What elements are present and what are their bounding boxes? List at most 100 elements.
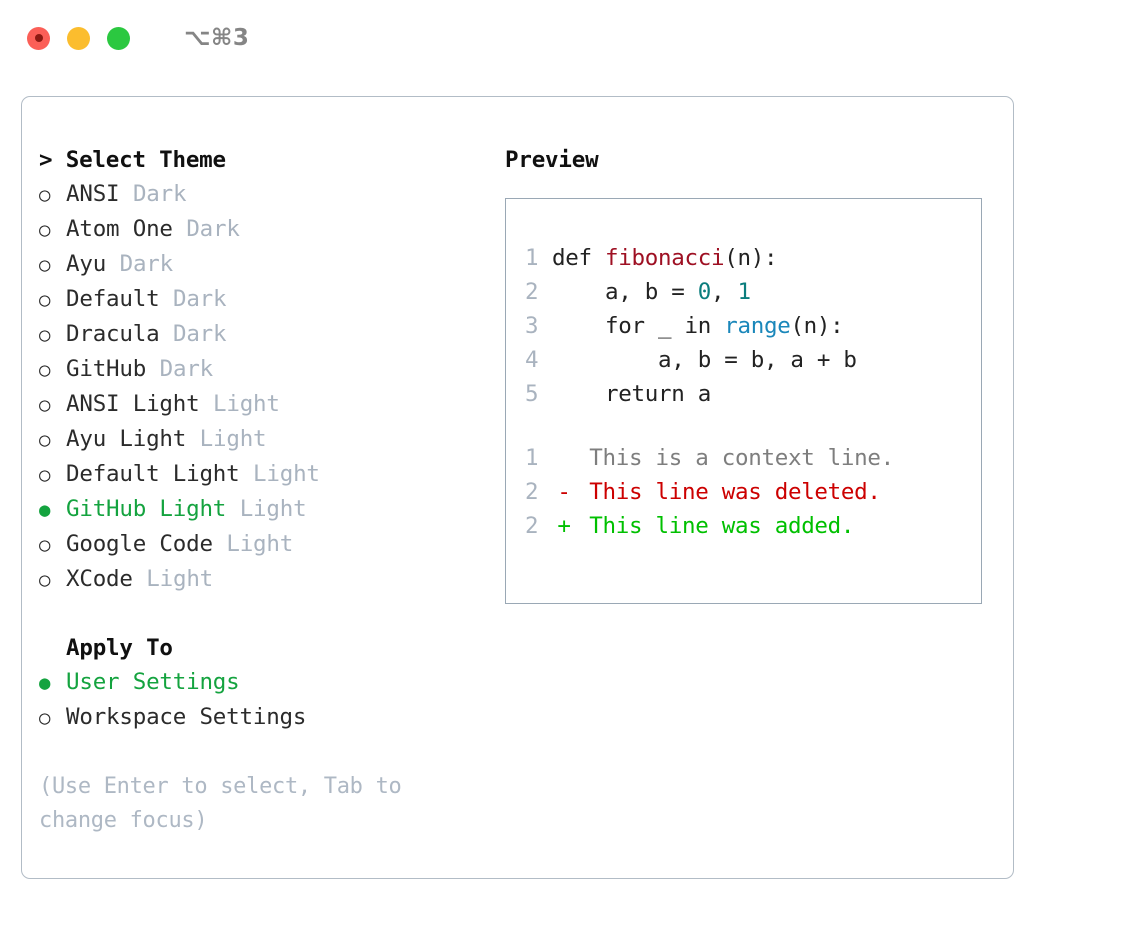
theme-option-label: XCode xyxy=(66,566,133,592)
apply-to-option[interactable]: ●User Settings xyxy=(39,665,492,700)
theme-option[interactable]: ○ Google Code Light xyxy=(39,527,492,562)
theme-option[interactable]: ●GitHub Light Light xyxy=(39,492,492,527)
apply-to-list[interactable]: ●User Settings○Workspace Settings xyxy=(39,665,492,735)
code-token-plain: (n): xyxy=(790,313,844,339)
radio-unselected-icon[interactable]: ○ xyxy=(39,219,51,241)
radio-unselected-icon[interactable]: ○ xyxy=(39,394,51,416)
diff-line: 1 This is a context line. xyxy=(525,441,981,475)
label-tag-spacer xyxy=(226,492,240,526)
code-token-fn: fibonacci xyxy=(605,245,725,271)
radio-unselected-icon[interactable]: ○ xyxy=(39,254,51,276)
code-token-plain: for _ in xyxy=(552,313,725,339)
theme-option-label: Google Code xyxy=(66,531,213,557)
diff-marker-add: + xyxy=(557,513,571,539)
theme-option[interactable]: ○ANSI Dark xyxy=(39,177,492,212)
theme-option-label: ANSI Light xyxy=(66,391,200,417)
diff-sample: 1 This is a context line.2- This line wa… xyxy=(525,441,981,543)
theme-list[interactable]: ○ANSI Dark○Atom One Dark○Ayu Dark○Defaul… xyxy=(39,177,492,597)
theme-option[interactable]: ○ Ayu Light Light xyxy=(39,422,492,457)
theme-option-category: Dark xyxy=(186,216,240,242)
preview-heading: Preview xyxy=(505,147,599,173)
radio-unselected-icon[interactable]: ○ xyxy=(39,324,51,346)
code-line: 2 a, b = 0, 1 xyxy=(525,275,981,309)
label-tag-spacer xyxy=(119,177,133,211)
theme-option-category: Dark xyxy=(172,321,227,347)
theme-option-label: Ayu Light xyxy=(66,426,187,452)
code-token-call: range xyxy=(724,313,791,339)
traffic-lights xyxy=(27,26,130,50)
label-tag-spacer xyxy=(159,282,173,316)
diff-marker-del: - xyxy=(557,479,571,505)
diff-line-text: This line was added. xyxy=(589,513,855,539)
code-token-plain: (n): xyxy=(724,245,778,271)
diff-line: 2 + This line was added. xyxy=(525,509,981,543)
theme-option-label: Dracula xyxy=(66,321,160,347)
code-line-number: 2 xyxy=(525,279,539,305)
zoom-dot[interactable] xyxy=(107,26,130,50)
theme-option-category: Dark xyxy=(159,356,214,382)
theme-option[interactable]: ○Ayu Dark xyxy=(39,247,492,282)
code-token-plain: a, b = xyxy=(552,279,698,305)
radio-unselected-icon[interactable]: ○ xyxy=(39,707,51,729)
radio-unselected-icon[interactable]: ○ xyxy=(39,429,51,451)
theme-option-label: GitHub Light xyxy=(66,496,227,522)
label-tag-spacer xyxy=(240,457,254,491)
code-token-num: 0 xyxy=(697,279,712,305)
theme-option-category: Light xyxy=(226,531,294,557)
code-line-text: a, b = b, a + b xyxy=(552,343,857,377)
label-tag-spacer xyxy=(173,212,187,246)
radio-unselected-icon[interactable]: ○ xyxy=(39,359,51,381)
theme-option-category: Light xyxy=(213,391,280,417)
theme-option[interactable]: ○ ANSI Light Light xyxy=(39,387,492,422)
label-tag-spacer xyxy=(213,527,227,561)
label-tag-spacer xyxy=(106,247,120,281)
diff-line-number: 2 xyxy=(525,479,539,505)
radio-selected-icon[interactable]: ● xyxy=(39,499,51,521)
preview-spacer xyxy=(525,411,981,441)
radio-unselected-icon[interactable]: ○ xyxy=(39,534,51,556)
radio-unselected-icon[interactable]: ○ xyxy=(39,184,51,206)
theme-option-category: Dark xyxy=(132,181,187,207)
theme-option[interactable]: ○ Default Dark xyxy=(39,282,492,317)
radio-unselected-icon[interactable]: ○ xyxy=(39,569,51,591)
theme-option-category: Light xyxy=(146,566,214,592)
diff-line-text: This is a context line. xyxy=(589,445,894,471)
diff-spacer xyxy=(576,475,589,509)
code-line-text: a, b = 0, 1 xyxy=(552,275,751,309)
theme-option[interactable]: ○ XCode Light xyxy=(39,562,492,597)
diff-line: 2- This line was deleted. xyxy=(525,475,981,509)
theme-option-label: Default xyxy=(66,286,160,312)
main-panel: > Select Theme ○ANSI Dark○Atom One Dark○… xyxy=(21,96,1014,879)
theme-option-category: Light xyxy=(199,426,267,452)
apply-to-section: Apply To ●User Settings○Workspace Settin… xyxy=(39,631,492,735)
prompt-caret-icon: > xyxy=(39,147,53,173)
close-dot[interactable] xyxy=(27,26,50,50)
diff-spacer xyxy=(576,509,589,543)
code-line-text: def fibonacci(n): xyxy=(552,241,778,275)
code-line-text: for _ in range(n): xyxy=(552,309,844,343)
apply-to-option[interactable]: ○Workspace Settings xyxy=(39,700,492,735)
theme-option[interactable]: ○ Dracula Dark xyxy=(39,317,492,352)
radio-unselected-icon[interactable]: ○ xyxy=(39,289,51,311)
code-token-plain: a, b = b, a + b xyxy=(552,347,857,373)
radio-selected-icon[interactable]: ● xyxy=(39,672,51,694)
diff-marker-ctx xyxy=(552,441,576,475)
code-line-text: return a xyxy=(552,377,711,411)
theme-option-label: GitHub xyxy=(66,356,147,382)
theme-option[interactable]: ○ GitHub Dark xyxy=(39,352,492,387)
theme-option-label: Atom One xyxy=(66,216,173,242)
label-tag-spacer xyxy=(199,387,213,421)
theme-option[interactable]: ○Default Light Light xyxy=(39,457,492,492)
diff-line-number: 2 xyxy=(525,513,539,539)
code-line: 3 for _ in range(n): xyxy=(525,309,981,343)
radio-unselected-icon[interactable]: ○ xyxy=(39,464,51,486)
code-line: 4 a, b = b, a + b xyxy=(525,343,981,377)
minimize-dot[interactable] xyxy=(67,26,90,50)
theme-option[interactable]: ○ Atom One Dark xyxy=(39,212,492,247)
label-tag-spacer xyxy=(186,422,200,456)
theme-option-category: Dark xyxy=(172,286,227,312)
code-token-plain: def xyxy=(552,245,605,271)
